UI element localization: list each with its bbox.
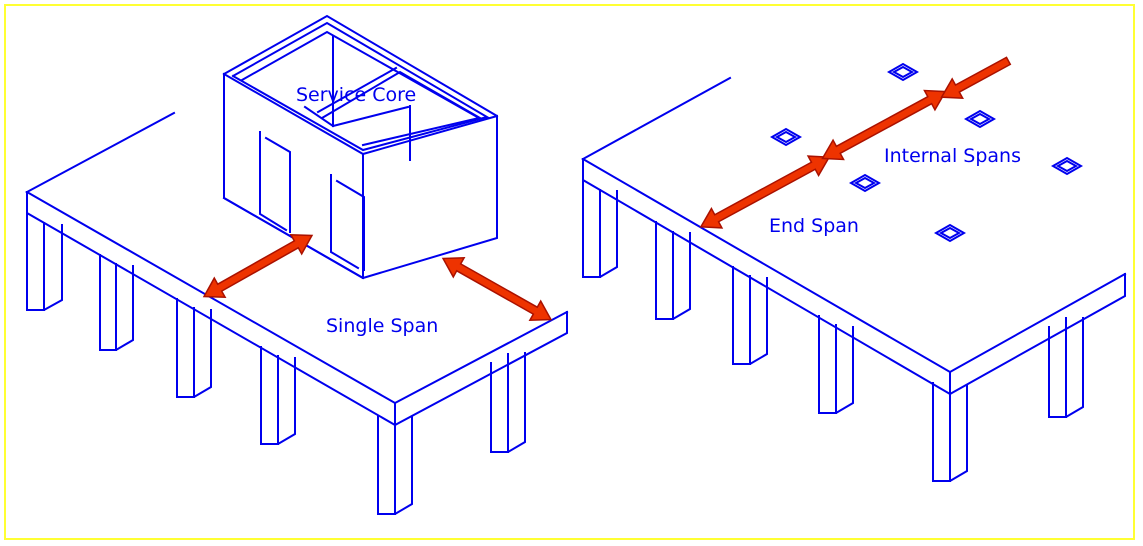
- column-marker: [886, 62, 920, 82]
- service-core-box: [222, 14, 499, 280]
- internal-column-markers: [769, 62, 1084, 243]
- end-span-label: End Span: [769, 215, 859, 237]
- left-span-arrows: [202, 233, 553, 322]
- column: [582, 179, 618, 278]
- column: [260, 346, 296, 445]
- left-columns: [26, 212, 526, 515]
- column: [932, 382, 968, 482]
- column: [732, 266, 768, 365]
- column: [176, 298, 212, 398]
- column: [377, 415, 413, 515]
- span-arrow: [202, 233, 314, 299]
- column: [655, 221, 691, 320]
- column-marker: [933, 223, 967, 243]
- column-marker: [769, 127, 803, 147]
- right-span-arrows: [699, 56, 1012, 229]
- column: [26, 212, 63, 311]
- column-marker: [848, 173, 882, 193]
- column: [490, 352, 526, 453]
- yellow-frame: [4, 4, 1135, 540]
- column: [1048, 317, 1084, 418]
- column-marker: [963, 109, 997, 129]
- span-arrow: [940, 56, 1012, 100]
- left-slab: [24, 111, 569, 427]
- single-span-label: Single Span: [326, 315, 438, 337]
- column: [99, 254, 134, 351]
- internal-spans-label: Internal Spans: [884, 145, 1021, 167]
- column-marker: [1050, 156, 1084, 176]
- right-columns: [582, 179, 1084, 482]
- service-core-label: Service Core: [296, 84, 416, 106]
- span-arrow: [441, 256, 553, 322]
- column: [818, 315, 854, 414]
